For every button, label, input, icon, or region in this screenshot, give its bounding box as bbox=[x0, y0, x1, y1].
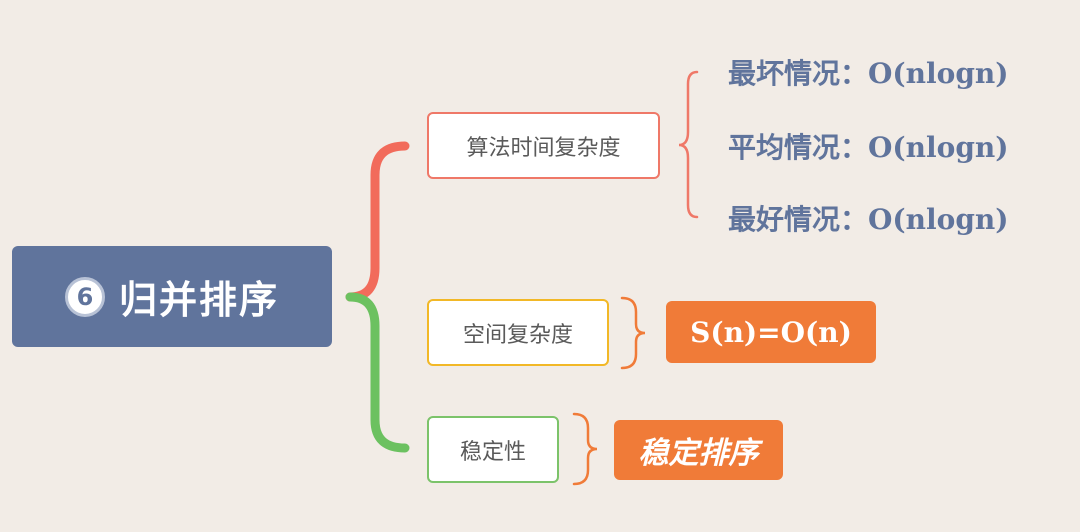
time-cases-bracket bbox=[678, 70, 699, 219]
root-title: 归并排序 bbox=[118, 278, 279, 322]
stability-value: 稳定排序 bbox=[614, 420, 783, 480]
average-case-value: O(nlogn) bbox=[868, 131, 1009, 164]
average-case-label: 平均情况： bbox=[728, 131, 869, 164]
main-brace-upper bbox=[345, 141, 410, 302]
time-complexity-node: 算法时间复杂度 bbox=[427, 112, 660, 179]
circled-number-badge: 6 bbox=[64, 276, 105, 317]
average-case: 平均情况：O(nlogn) bbox=[728, 126, 1009, 166]
worst-case-label: 最坏情况： bbox=[728, 57, 869, 90]
stability-node: 稳定性 bbox=[427, 416, 559, 483]
stable-value-bracket bbox=[572, 412, 598, 486]
best-case-label: 最好情况： bbox=[728, 203, 869, 236]
main-brace-lower bbox=[345, 292, 410, 453]
space-complexity-value: S(n)=O(n) bbox=[666, 301, 876, 363]
worst-case: 最坏情况：O(nlogn) bbox=[728, 52, 1009, 92]
space-complexity-node: 空间复杂度 bbox=[427, 299, 609, 366]
worst-case-value: O(nlogn) bbox=[868, 57, 1009, 90]
root-node: 6 归并排序 bbox=[12, 246, 332, 347]
best-case-value: O(nlogn) bbox=[868, 203, 1009, 236]
space-value-bracket bbox=[620, 296, 646, 370]
best-case: 最好情况：O(nlogn) bbox=[728, 198, 1009, 238]
